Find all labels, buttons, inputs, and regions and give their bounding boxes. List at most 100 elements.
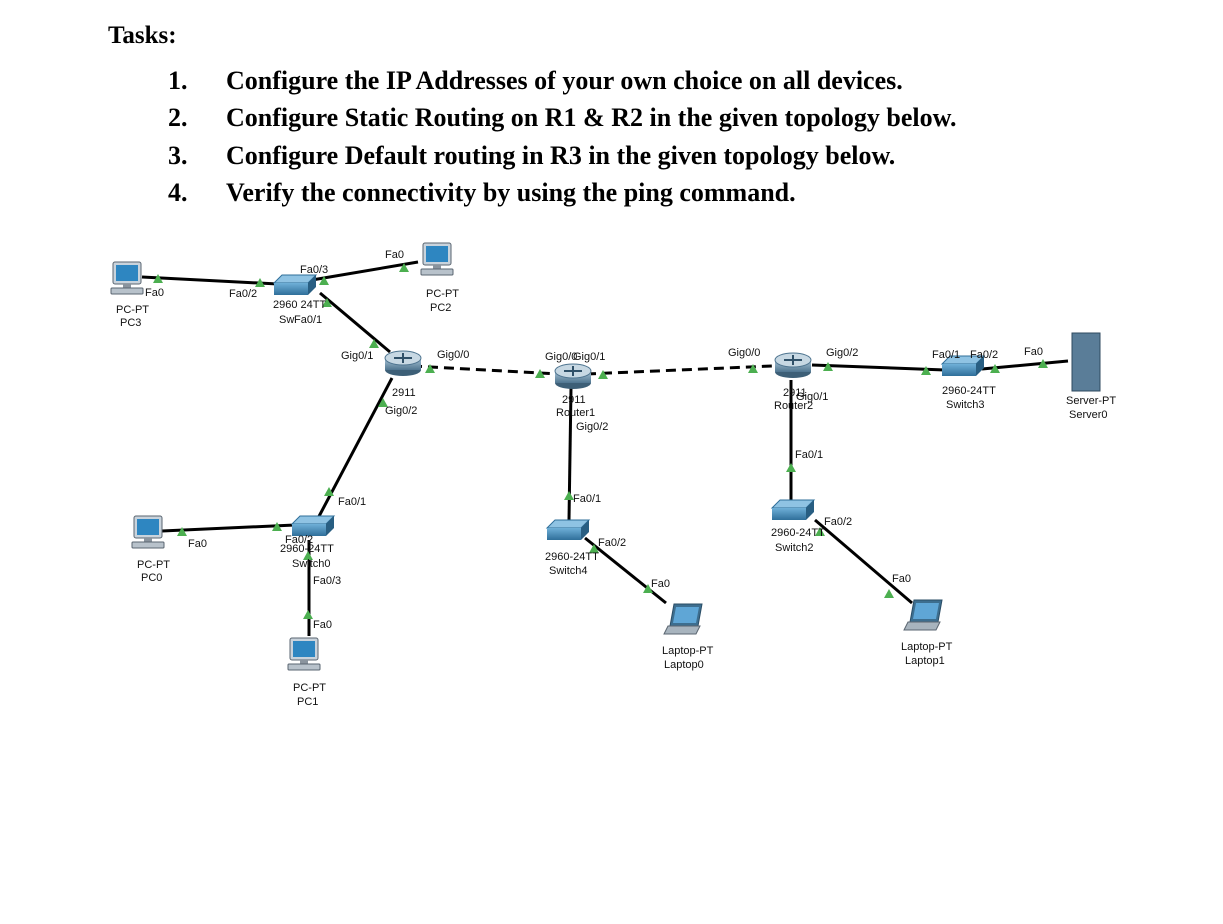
device-name-label: Laptop0 (664, 659, 704, 671)
port-label: Fa0/2 (285, 534, 313, 546)
port-label: Gig0/0 (437, 349, 469, 361)
pc1-device[interactable]: PC-PT PC1 (287, 637, 326, 708)
device-name-label: Server0 (1069, 409, 1108, 421)
link-router0-router1 (411, 364, 559, 376)
port-label: Fa0/2 (229, 288, 257, 300)
server0-device[interactable]: Server-PT Server0 (1066, 332, 1116, 421)
device-name-label: PC1 (297, 696, 318, 708)
device-type-label: PC-PT (116, 304, 149, 316)
router0-device[interactable]: 2911 (384, 350, 422, 399)
port-marker (303, 610, 313, 619)
task-item: 2. Configure Static Routing on R1 & R2 in… (168, 100, 956, 138)
switch2-device[interactable]: 2960-24TT Switch2 (771, 499, 825, 554)
switch-icon (273, 274, 317, 296)
pc-icon (131, 515, 165, 549)
pc-icon (110, 261, 144, 295)
port-label: Fa0 (313, 619, 332, 631)
device-model-label: 2960-24TT (545, 551, 599, 563)
laptop-icon (663, 603, 703, 635)
port-label: Gig0/1 (573, 351, 605, 363)
router2-device[interactable]: 2911 Router2 (774, 352, 813, 412)
device-name-label: Switch2 (775, 542, 814, 554)
port-label: Fa0 (385, 249, 404, 261)
pc0-device[interactable]: PC-PT PC0 (131, 515, 170, 584)
switch-icon (546, 519, 590, 541)
task-item: 1. Configure the IP Addresses of your own… (168, 62, 956, 100)
task-text: Configure Static Routing on R1 & R2 in t… (226, 103, 957, 133)
task-text: Configure Default routing in R3 in the g… (226, 140, 896, 170)
port-label: Fa0 (145, 287, 164, 299)
device-name-label: PC2 (430, 302, 451, 314)
port-label: Fa0/2 (970, 349, 998, 361)
laptop0-device[interactable]: Laptop-PT Laptop0 (662, 603, 714, 671)
device-name-label: Router1 (556, 407, 595, 419)
server-icon (1071, 332, 1101, 392)
task-item: 3. Configure Default routing in R3 in the… (168, 137, 956, 175)
pc2-device[interactable]: PC-PT PC2 (420, 242, 459, 314)
device-model-label: 2960-24TT (942, 385, 996, 397)
port-label: Fa0/1 (573, 493, 601, 505)
laptop-icon (903, 599, 943, 631)
tasks-heading: Tasks: (108, 22, 177, 49)
device-type-label: Laptop-PT (901, 641, 953, 653)
port-label: Gig0/0 (728, 347, 760, 359)
port-label: Fa0/1 (932, 349, 960, 361)
port-label: Fa0 (188, 538, 207, 550)
link-pc3-sw (141, 275, 279, 286)
laptop1-device[interactable]: Laptop-PT Laptop1 (901, 599, 953, 667)
task-number: 3. (168, 140, 188, 170)
switch1-device[interactable]: 2960 24TT Sw (273, 274, 326, 326)
device-name-label: Sw (279, 314, 294, 326)
device-name-label: PC3 (120, 317, 141, 329)
switch4-device[interactable]: 2960-24TT Switch4 (545, 519, 599, 577)
task-number: 2. (168, 103, 188, 133)
port-label: Fa0 (892, 573, 911, 585)
link-sw-router0 (319, 291, 391, 354)
port-label: Gig0/1 (341, 350, 373, 362)
port-label: Fa0/1 (294, 314, 322, 326)
port-label: Fa0/2 (598, 537, 626, 549)
pc-icon (287, 637, 321, 671)
device-type-label: Laptop-PT (662, 645, 714, 657)
device-name-label: Laptop1 (905, 655, 945, 667)
device-name-label: PC0 (141, 572, 162, 584)
router1-device[interactable]: 2911 Router1 (554, 363, 595, 419)
switch-icon (771, 499, 815, 521)
link-router2-switch3 (811, 363, 946, 372)
link-pc0-switch0 (161, 523, 296, 533)
device-name-label: Switch0 (292, 558, 331, 570)
task-item: 4. Verify the connectivity by using the p… (168, 175, 956, 213)
task-list: 1. Configure the IP Addresses of your own… (168, 62, 956, 212)
device-model-label: 2911 (783, 387, 807, 399)
switch-icon (291, 515, 335, 537)
router-icon (384, 350, 422, 377)
router-icon (554, 363, 592, 390)
task-text: Configure the IP Addresses of your own c… (226, 65, 903, 95)
pc-icon (420, 242, 454, 276)
port-label: Fa0/3 (300, 264, 328, 276)
port-marker (884, 589, 894, 598)
pc3-device[interactable]: PC-PT PC3 (110, 261, 149, 329)
device-model-label: 2960 24TT (273, 299, 326, 311)
switch0-device[interactable]: 2960-24TT Switch0 (280, 515, 335, 570)
port-label: Fa0/1 (795, 449, 823, 461)
port-label: Fa0/3 (313, 575, 341, 587)
device-model-label: 2911 (562, 394, 586, 406)
device-model-label: 2960-24TT (280, 543, 334, 555)
port-marker (786, 463, 796, 472)
task-number: 4. (168, 178, 188, 208)
port-label: Gig0/2 (576, 421, 608, 433)
task-text: Verify the connectivity by using the pin… (226, 178, 796, 208)
task-number: 1. (168, 65, 188, 95)
link-router0-switch0 (314, 377, 394, 523)
port-label: Fa0/2 (824, 516, 852, 528)
device-type-label: PC-PT (137, 559, 170, 571)
switch3-device[interactable]: 2960-24TT Switch3 (941, 355, 996, 411)
device-type-label: PC-PT (426, 288, 459, 300)
device-model-label: 2960-24TT (771, 527, 825, 539)
device-model-label: 2911 (392, 387, 416, 399)
port-marker (748, 364, 758, 373)
router-icon (774, 352, 812, 379)
link-router1-router2 (585, 364, 773, 376)
port-labels: Fa0 Fa0/2 Fa0/3 Fa0/1 Fa0 Gig0/1 Gig0/0 … (145, 249, 1043, 631)
